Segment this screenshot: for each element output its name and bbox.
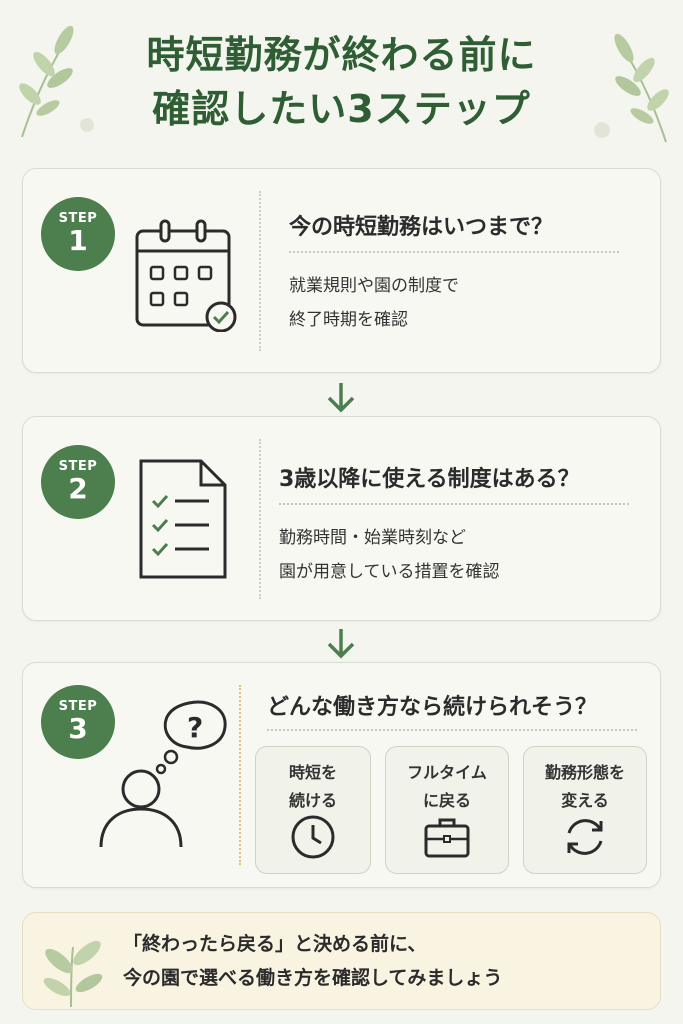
option-keep-short-hours[interactable]: 時短を続ける <box>255 746 371 874</box>
step-2-badge: STEP 2 <box>41 445 115 519</box>
step-label: STEP <box>58 459 98 474</box>
footer-line-2: 今の園で選べる働き方を確認してみましょう <box>123 967 503 989</box>
divider <box>259 191 261 351</box>
option-return-fulltime[interactable]: フルタイムに戻る <box>385 746 509 874</box>
dotted-line <box>279 503 629 505</box>
page-title: 時短勤務が終わる前に 確認したい3ステップ <box>0 28 683 136</box>
step-2-card: STEP 2 3歳以降に使える制度はある？ 勤務時間・始業時刻など 園が用意して… <box>22 416 661 621</box>
step-3-card: STEP 3 ? どんな働き方なら続けられそう？ 時短を続ける フルタイムに戻る… <box>22 662 661 888</box>
decor-dot <box>594 122 610 138</box>
sprout-icon <box>43 940 103 1007</box>
option-change-work-style[interactable]: 勤務形態を変える <box>523 746 647 874</box>
step-1-description: 就業規則や園の制度で 終了時期を確認 <box>289 269 459 337</box>
dotted-line <box>289 251 619 253</box>
leaf-branch-left-icon <box>19 25 74 138</box>
step-3-badge: STEP 3 <box>41 685 115 759</box>
svg-text:?: ? <box>187 711 203 744</box>
person-thinking-icon: ? <box>99 700 227 848</box>
title-line-2: 確認したい3ステップ <box>152 87 531 131</box>
footer-text: 「終わったら戻る」と決める前に、 今の園で選べる働き方を確認してみましょう <box>123 927 502 995</box>
title-line-1: 時短勤務が終わる前に <box>146 33 537 77</box>
dotted-line <box>267 729 637 731</box>
step-1-question: 今の時短勤務はいつまで？ <box>289 215 554 240</box>
desc-line: 園が用意している措置を確認 <box>279 562 500 582</box>
refresh-icon <box>567 819 603 855</box>
clock-icon <box>291 815 335 859</box>
option-label: 勤務形態を変える <box>544 763 625 810</box>
step-3-question: どんな働き方なら続けられそう？ <box>267 695 598 720</box>
option-label: 時短を続ける <box>288 763 337 810</box>
step-number: 2 <box>68 472 88 505</box>
step-1-card: STEP 1 今の時短勤務はいつまで？ 就業規則や園の制度で 終了時期を確認 <box>22 168 661 373</box>
step-label: STEP <box>58 211 98 226</box>
checklist-document-icon <box>139 459 227 579</box>
footer-message-box: 「終わったら戻る」と決める前に、 今の園で選べる働き方を確認してみましょう <box>22 912 661 1010</box>
leaf-branch-right-icon <box>614 33 669 143</box>
arrow-down-icon <box>327 383 355 413</box>
desc-line: 終了時期を確認 <box>289 310 408 330</box>
step-1-badge: STEP 1 <box>41 197 115 271</box>
desc-line: 勤務時間・始業時刻など <box>279 528 466 548</box>
calendar-check-icon <box>135 219 237 332</box>
step-number: 3 <box>68 712 88 745</box>
step-2-question: 3歳以降に使える制度はある？ <box>279 467 580 492</box>
arrow-down-icon <box>327 629 355 659</box>
decor-dot <box>80 118 94 132</box>
footer-line-1: 「終わったら戻る」と決める前に、 <box>123 933 427 955</box>
desc-line: 就業規則や園の制度で <box>289 276 459 296</box>
step-label: STEP <box>58 699 98 714</box>
step-number: 1 <box>68 224 88 257</box>
option-label: フルタイムに戻る <box>407 763 487 810</box>
divider <box>259 439 261 599</box>
divider <box>239 685 241 865</box>
step-2-description: 勤務時間・始業時刻など 園が用意している措置を確認 <box>279 521 500 589</box>
briefcase-icon <box>424 818 470 858</box>
